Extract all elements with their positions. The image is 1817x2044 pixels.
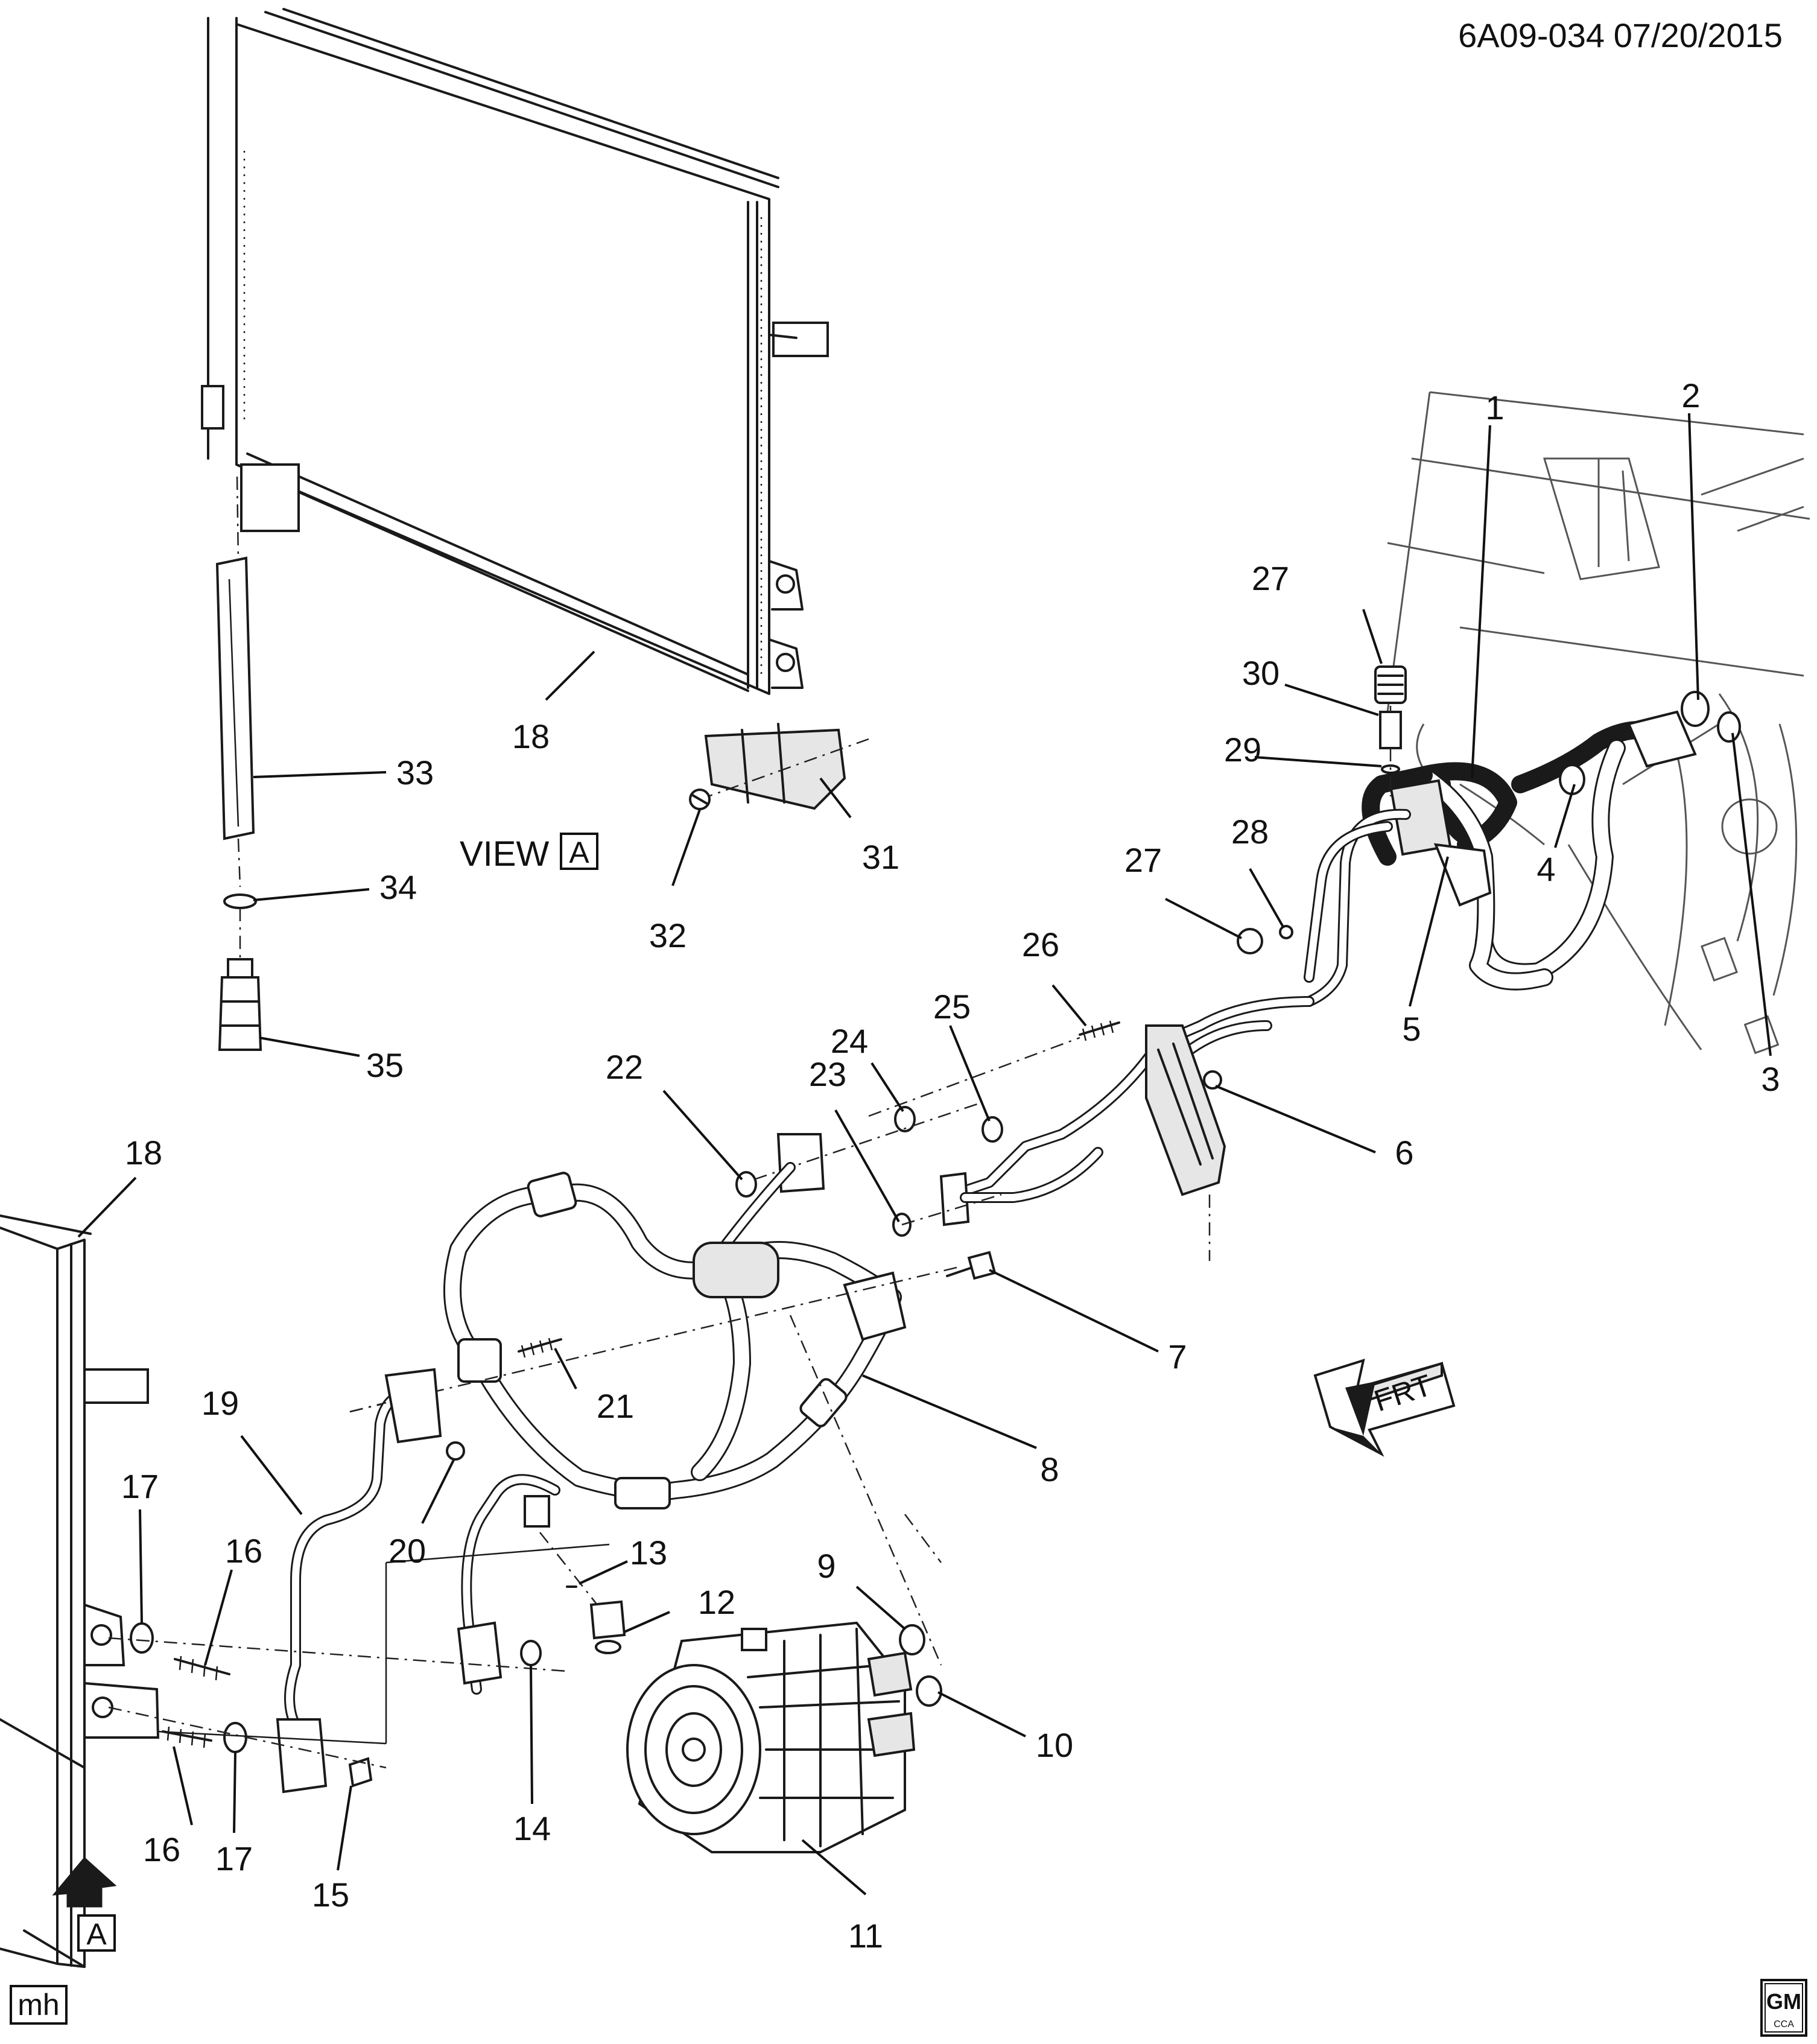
view-a-label: VIEW A (460, 833, 598, 874)
author-initials-box: mh (10, 1985, 68, 2025)
callout-7: 7 (1168, 1338, 1187, 1376)
callout-8: 8 (1040, 1450, 1059, 1488)
gm-logo: GM CCA (1760, 1979, 1807, 2037)
callout-32: 32 (649, 916, 687, 954)
callout-4: 4 (1536, 850, 1555, 888)
callout-27a: 27 (1252, 559, 1289, 597)
callout-13: 13 (630, 1534, 667, 1572)
callout-30: 30 (1242, 654, 1280, 692)
callout-6: 6 (1395, 1134, 1413, 1172)
view-letter: A (569, 836, 589, 869)
liquid-line (948, 996, 1314, 1200)
bolt-32 (689, 789, 711, 810)
callout-12: 12 (698, 1583, 735, 1621)
callout-20: 20 (388, 1532, 426, 1570)
callout-2: 2 (1681, 376, 1700, 414)
bolt-7 (946, 1251, 997, 1280)
callout-35: 35 (366, 1046, 404, 1084)
bolt-20 (446, 1441, 465, 1461)
compressor-11 (626, 1315, 942, 1853)
condenser-side-seal (215, 476, 255, 887)
bracket-5 (1433, 843, 1492, 907)
fittings-14-17 (108, 1543, 610, 1788)
liquid-pipe-19 (276, 1368, 465, 1794)
callout-27b: 27 (1124, 841, 1162, 879)
callout-21: 21 (597, 1387, 634, 1425)
callout-17b: 17 (215, 1839, 253, 1877)
engine-compartment-outline (1386, 391, 1810, 1055)
condenser-view-a (0, 1214, 160, 1968)
callout-10: 10 (1036, 1726, 1073, 1764)
callout-33: 33 (396, 754, 434, 792)
callout-31: 31 (862, 838, 899, 876)
callout-28: 28 (1231, 813, 1269, 851)
callout-5: 5 (1402, 1010, 1421, 1048)
svg-text:CCA: CCA (1774, 2019, 1794, 2030)
o-ring-9 (899, 1624, 925, 1655)
stud-21 (349, 1266, 960, 1413)
view-a-arrow: A (52, 1856, 117, 1952)
drawing-date: 07/20/2015 (1614, 16, 1783, 54)
view-letter-box (560, 833, 598, 870)
pressure-sensor-12 (539, 1532, 626, 1654)
svg-text:GM: GM (1766, 1989, 1801, 2014)
callout-16a: 16 (225, 1532, 262, 1570)
callout-18b: 18 (125, 1134, 162, 1172)
o-ring-34 (223, 893, 257, 909)
condenser-bracket (699, 723, 869, 810)
callout-23: 23 (809, 1055, 846, 1093)
discharge-hose-assembly-8 (443, 1162, 907, 1695)
view-text: VIEW (460, 834, 549, 874)
callout-24: 24 (831, 1022, 868, 1060)
author-initials: mh (17, 1988, 59, 2022)
callout-18a: 18 (512, 717, 550, 755)
callout-26: 26 (1022, 925, 1059, 963)
drawing-number: 6A09-034 (1458, 16, 1605, 54)
cap-27b (1237, 928, 1263, 954)
service-port-stack (1374, 665, 1407, 796)
o-ring-10 (916, 1675, 942, 1707)
bracket-6 (1145, 1024, 1226, 1261)
callout-11: 11 (848, 1917, 883, 1955)
callout-1: 1 (1485, 389, 1504, 427)
leader-lines (77, 413, 1772, 1896)
clip-28 (1279, 925, 1293, 939)
callout-22: 22 (606, 1048, 643, 1086)
callout-3: 3 (1761, 1060, 1780, 1098)
callout-17a: 17 (121, 1467, 159, 1505)
front-direction-arrow: FRT (1313, 1359, 1456, 1457)
callout-15: 15 (312, 1876, 349, 1914)
callout-9: 9 (817, 1547, 836, 1585)
callout-25: 25 (933, 988, 971, 1026)
callout-29: 29 (1224, 731, 1261, 769)
callout-numbers: 1 2 3 4 5 6 7 8 9 10 11 12 13 14 15 16 1… (121, 376, 1780, 1955)
callout-19: 19 (201, 1384, 239, 1422)
condenser-main (201, 8, 829, 695)
suction-hose-assembly-1 (1304, 691, 1741, 1007)
callout-16b: 16 (143, 1830, 180, 1868)
callout-14: 14 (513, 1809, 551, 1847)
receiver-dehydrator-35 (218, 908, 262, 1051)
callout-34: 34 (379, 868, 417, 906)
view-arrow-letter: A (86, 1917, 107, 1951)
stud-26 (868, 1020, 1120, 1117)
